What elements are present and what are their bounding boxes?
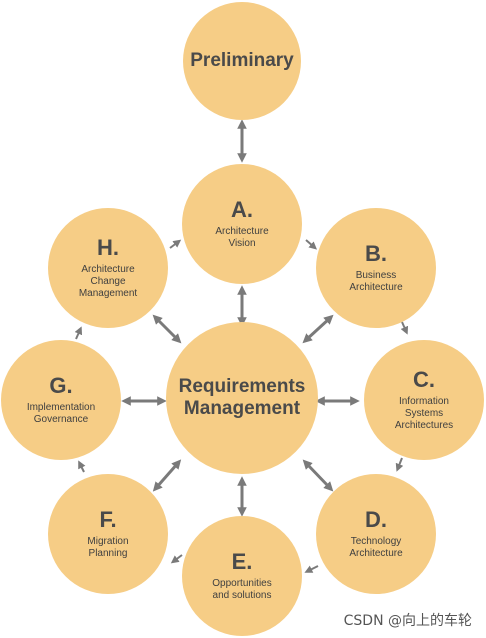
node-f-label: Migration Planning (87, 536, 129, 559)
arrow-c-d (395, 457, 404, 472)
arrow-center-h (152, 314, 182, 344)
watermark: CSDN @向上的车轮 (343, 613, 472, 629)
node-a: A. Architecture Vision (182, 164, 302, 284)
arrow-a-b (305, 239, 318, 250)
node-d-label: Technology Architecture (349, 536, 403, 559)
arrow-e-f (170, 554, 183, 564)
arrow-f-g (78, 460, 86, 473)
node-a-letter: A. (231, 197, 253, 222)
node-f: F. Migration Planning (48, 474, 168, 594)
node-preliminary: Preliminary (183, 2, 301, 120)
node-g-label: Implementation Governance (26, 402, 96, 425)
node-c-letter: C. (413, 367, 435, 392)
arrow-h-a (169, 239, 182, 249)
node-e-label: Opportunities and solutions (212, 578, 272, 601)
node-c-label: Information Systems Architectures (394, 396, 454, 431)
node-b-letter: B. (365, 241, 387, 266)
arrow-b-c (400, 321, 409, 335)
node-c: C. Information Systems Architectures (364, 340, 484, 460)
arrow-center-b (302, 314, 334, 344)
arrow-d-e (304, 565, 319, 573)
node-e: E. Opportunities and solutions (182, 516, 302, 636)
node-b: B. Business Architecture (316, 208, 436, 328)
node-a-label: Architecture Vision (215, 226, 269, 249)
node-f-letter: F. (99, 507, 117, 532)
node-requirements-management: Requirements Management (166, 322, 318, 474)
node-d-letter: D. (365, 507, 387, 532)
node-g: G. Implementation Governance (1, 340, 121, 460)
arrow-center-f (152, 459, 182, 492)
arrow-center-d (302, 459, 334, 492)
node-d: D. Technology Architecture (316, 474, 436, 594)
node-b-label: Business Architecture (349, 270, 403, 293)
node-g-letter: G. (49, 373, 73, 398)
node-h-label: Architecture Change Management (78, 264, 138, 299)
center-label: Requirements Management (178, 376, 306, 419)
arrow-g-h (74, 326, 83, 340)
node-e-letter: E. (231, 549, 253, 574)
node-h: H. Architecture Change Management (48, 208, 168, 328)
node-preliminary-label: Preliminary (190, 50, 294, 71)
node-h-letter: H. (97, 235, 119, 260)
